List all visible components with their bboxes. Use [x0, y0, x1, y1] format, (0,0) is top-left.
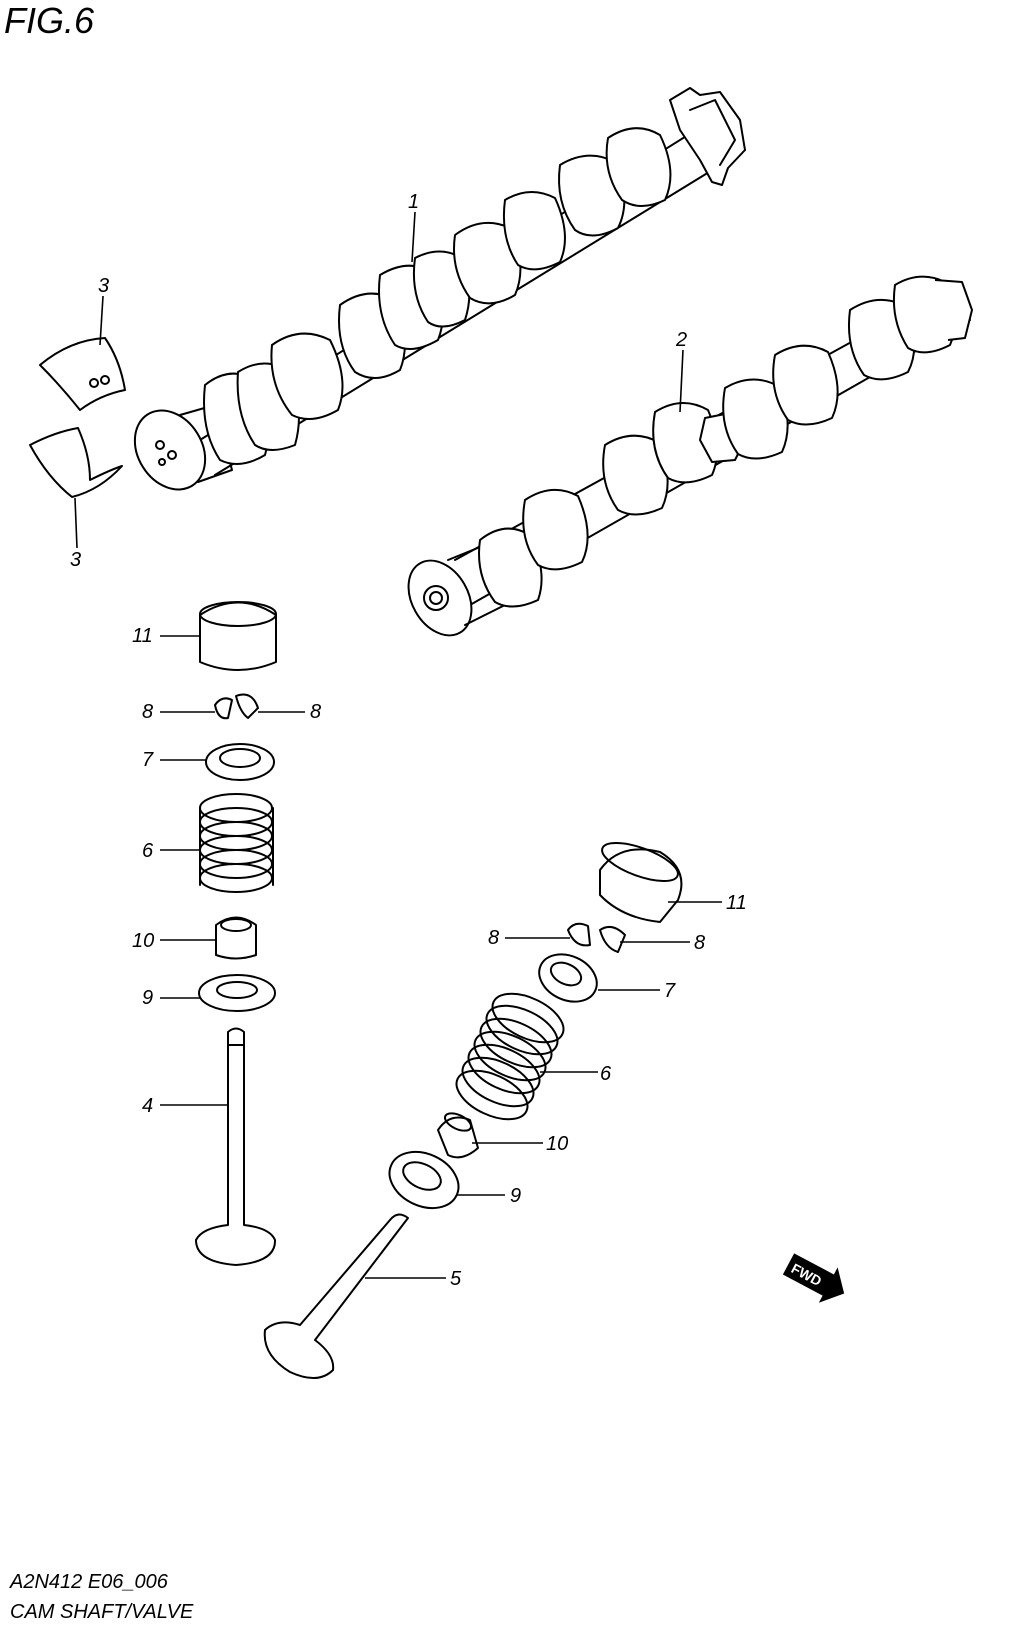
callout-11-right: 11 [726, 892, 747, 914]
callout-5: 5 [450, 1268, 462, 1290]
retainer-left[interactable] [205, 743, 275, 781]
fwd-arrow-badge: FWD [782, 1253, 845, 1303]
callout-8-right-b: 8 [694, 932, 705, 954]
drawing-code: A2N412 E06_006 [10, 1571, 168, 1593]
valve-seal-right[interactable] [437, 1110, 479, 1159]
bearing-lower[interactable] [29, 427, 123, 498]
callout-4: 4 [142, 1095, 153, 1117]
valve-right[interactable] [263, 1213, 409, 1379]
callout-1: 1 [408, 191, 419, 213]
spring-seat-left[interactable] [198, 974, 276, 1012]
tappet-right[interactable] [598, 835, 683, 923]
valve-spring-right[interactable] [449, 984, 571, 1129]
callout-7-left: 7 [142, 749, 154, 771]
callout-3-bottom: 3 [70, 549, 81, 571]
callout-2: 2 [675, 329, 687, 351]
valve-spring-left[interactable] [199, 793, 274, 893]
cotter-right-b[interactable] [599, 925, 626, 953]
callout-numbers: 1 2 3 3 11 8 8 7 6 10 9 4 11 8 8 7 6 10 … [70, 191, 747, 1290]
camshaft-2[interactable] [396, 275, 973, 647]
camshaft-1[interactable] [121, 87, 746, 503]
callout-8-left-b: 8 [310, 701, 321, 723]
figure-title: FIG.6 [4, 0, 95, 41]
cotter-right-a[interactable] [567, 922, 591, 947]
callout-8-right-a: 8 [488, 927, 499, 949]
bearing-upper[interactable] [39, 337, 126, 411]
cotter-left[interactable] [214, 693, 259, 720]
leader-lines [74, 211, 722, 1279]
spring-seat-right[interactable] [380, 1141, 467, 1219]
valve-seal-left[interactable] [215, 916, 257, 960]
callout-7-right: 7 [664, 980, 676, 1002]
valve-left[interactable] [195, 1027, 277, 1266]
callout-6-right: 6 [600, 1063, 612, 1085]
callout-6-left: 6 [142, 840, 154, 862]
callout-9-right: 9 [510, 1185, 521, 1207]
drawing-name: CAM SHAFT/VALVE [10, 1601, 194, 1623]
callout-10-right: 10 [546, 1133, 568, 1155]
retainer-right[interactable] [532, 945, 605, 1010]
callout-10-left: 10 [132, 930, 154, 952]
callout-3-top: 3 [98, 275, 109, 297]
callout-8-left-a: 8 [142, 701, 153, 723]
tappet-left[interactable] [199, 601, 277, 671]
callout-11-left: 11 [132, 625, 153, 647]
callout-9-left: 9 [142, 987, 153, 1009]
